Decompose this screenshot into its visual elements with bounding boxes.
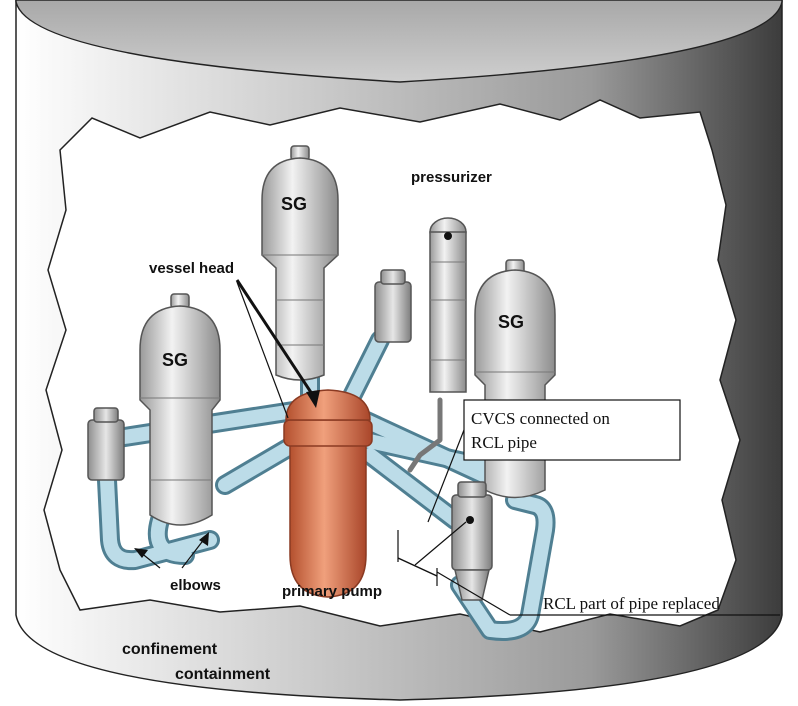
label-containment: containment [175, 666, 271, 683]
pump-front [452, 482, 492, 600]
callout-cvcs-line1: CVCS connected on [471, 409, 610, 428]
label-vessel-head: vessel head [149, 260, 234, 277]
label-sg-left: SG [162, 350, 188, 370]
reactor-vessel [284, 390, 372, 597]
steam-generator-left [140, 294, 220, 525]
callout-cvcs: CVCS connected on RCL pipe [464, 400, 680, 460]
pump-back [375, 270, 411, 342]
pressurizer [430, 218, 466, 392]
label-primary-pump: primary pump [282, 583, 382, 600]
pump-left [88, 408, 124, 480]
callout-cvcs-line2: RCL pipe [471, 433, 537, 452]
label-sg-center: SG [281, 194, 307, 214]
callout-rcl-text: RCL part of pipe replaced [543, 594, 720, 613]
callout-rcl-replaced: RCL part of pipe replaced [543, 594, 720, 613]
label-confinement: confinement [122, 641, 218, 658]
label-pressurizer: pressurizer [411, 169, 492, 186]
label-sg-right: SG [498, 312, 524, 332]
label-elbows: elbows [170, 577, 221, 594]
steam-generator-right [475, 260, 555, 498]
